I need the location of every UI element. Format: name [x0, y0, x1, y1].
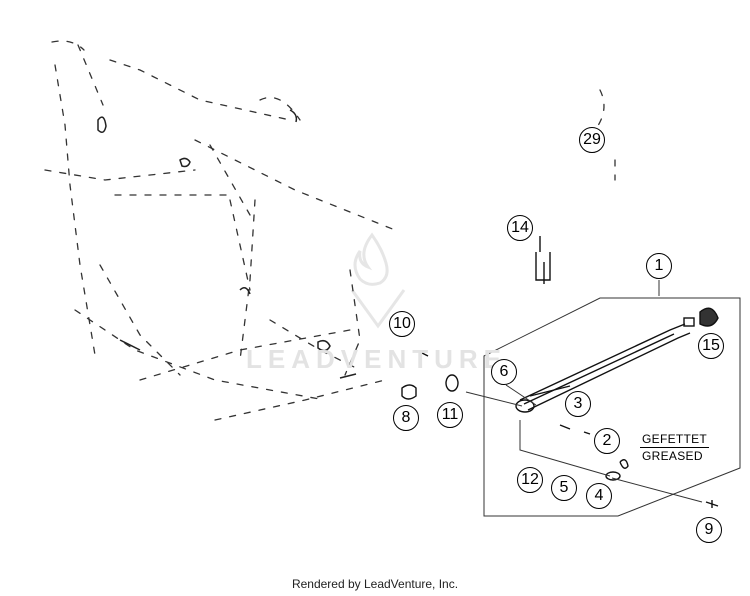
- small-parts: [401, 236, 719, 508]
- callout-2: 2: [594, 428, 620, 454]
- watermark-text: LEADVENTURE: [246, 344, 508, 374]
- callout-4: 4: [586, 483, 612, 509]
- callout-10: 10: [389, 311, 415, 337]
- callout-29: 29: [579, 127, 605, 153]
- callout-5: 5: [551, 475, 577, 501]
- kit-outline: [483, 297, 741, 517]
- credit-line: Rendered by LeadVenture, Inc.: [291, 577, 459, 591]
- frame-outline: [44, 40, 616, 421]
- grease-note-de: GEFETTET: [640, 432, 710, 448]
- callout-12: 12: [517, 467, 543, 493]
- callout-3: 3: [565, 391, 591, 417]
- grease-note: GEFETTET GREASED: [640, 431, 710, 464]
- callout-15: 15: [698, 333, 724, 359]
- frame-details: [97, 109, 357, 379]
- callout-9: 9: [696, 517, 722, 543]
- callout-6: 6: [491, 359, 517, 385]
- side-stand: [515, 307, 719, 413]
- leader-lines: [465, 280, 703, 503]
- watermark-logo: [350, 232, 406, 329]
- callout-8: 8: [393, 405, 419, 431]
- grease-note-en: GREASED: [642, 449, 703, 463]
- callout-1: 1: [646, 253, 672, 279]
- callout-11: 11: [437, 402, 463, 428]
- callout-14: 14: [507, 215, 533, 241]
